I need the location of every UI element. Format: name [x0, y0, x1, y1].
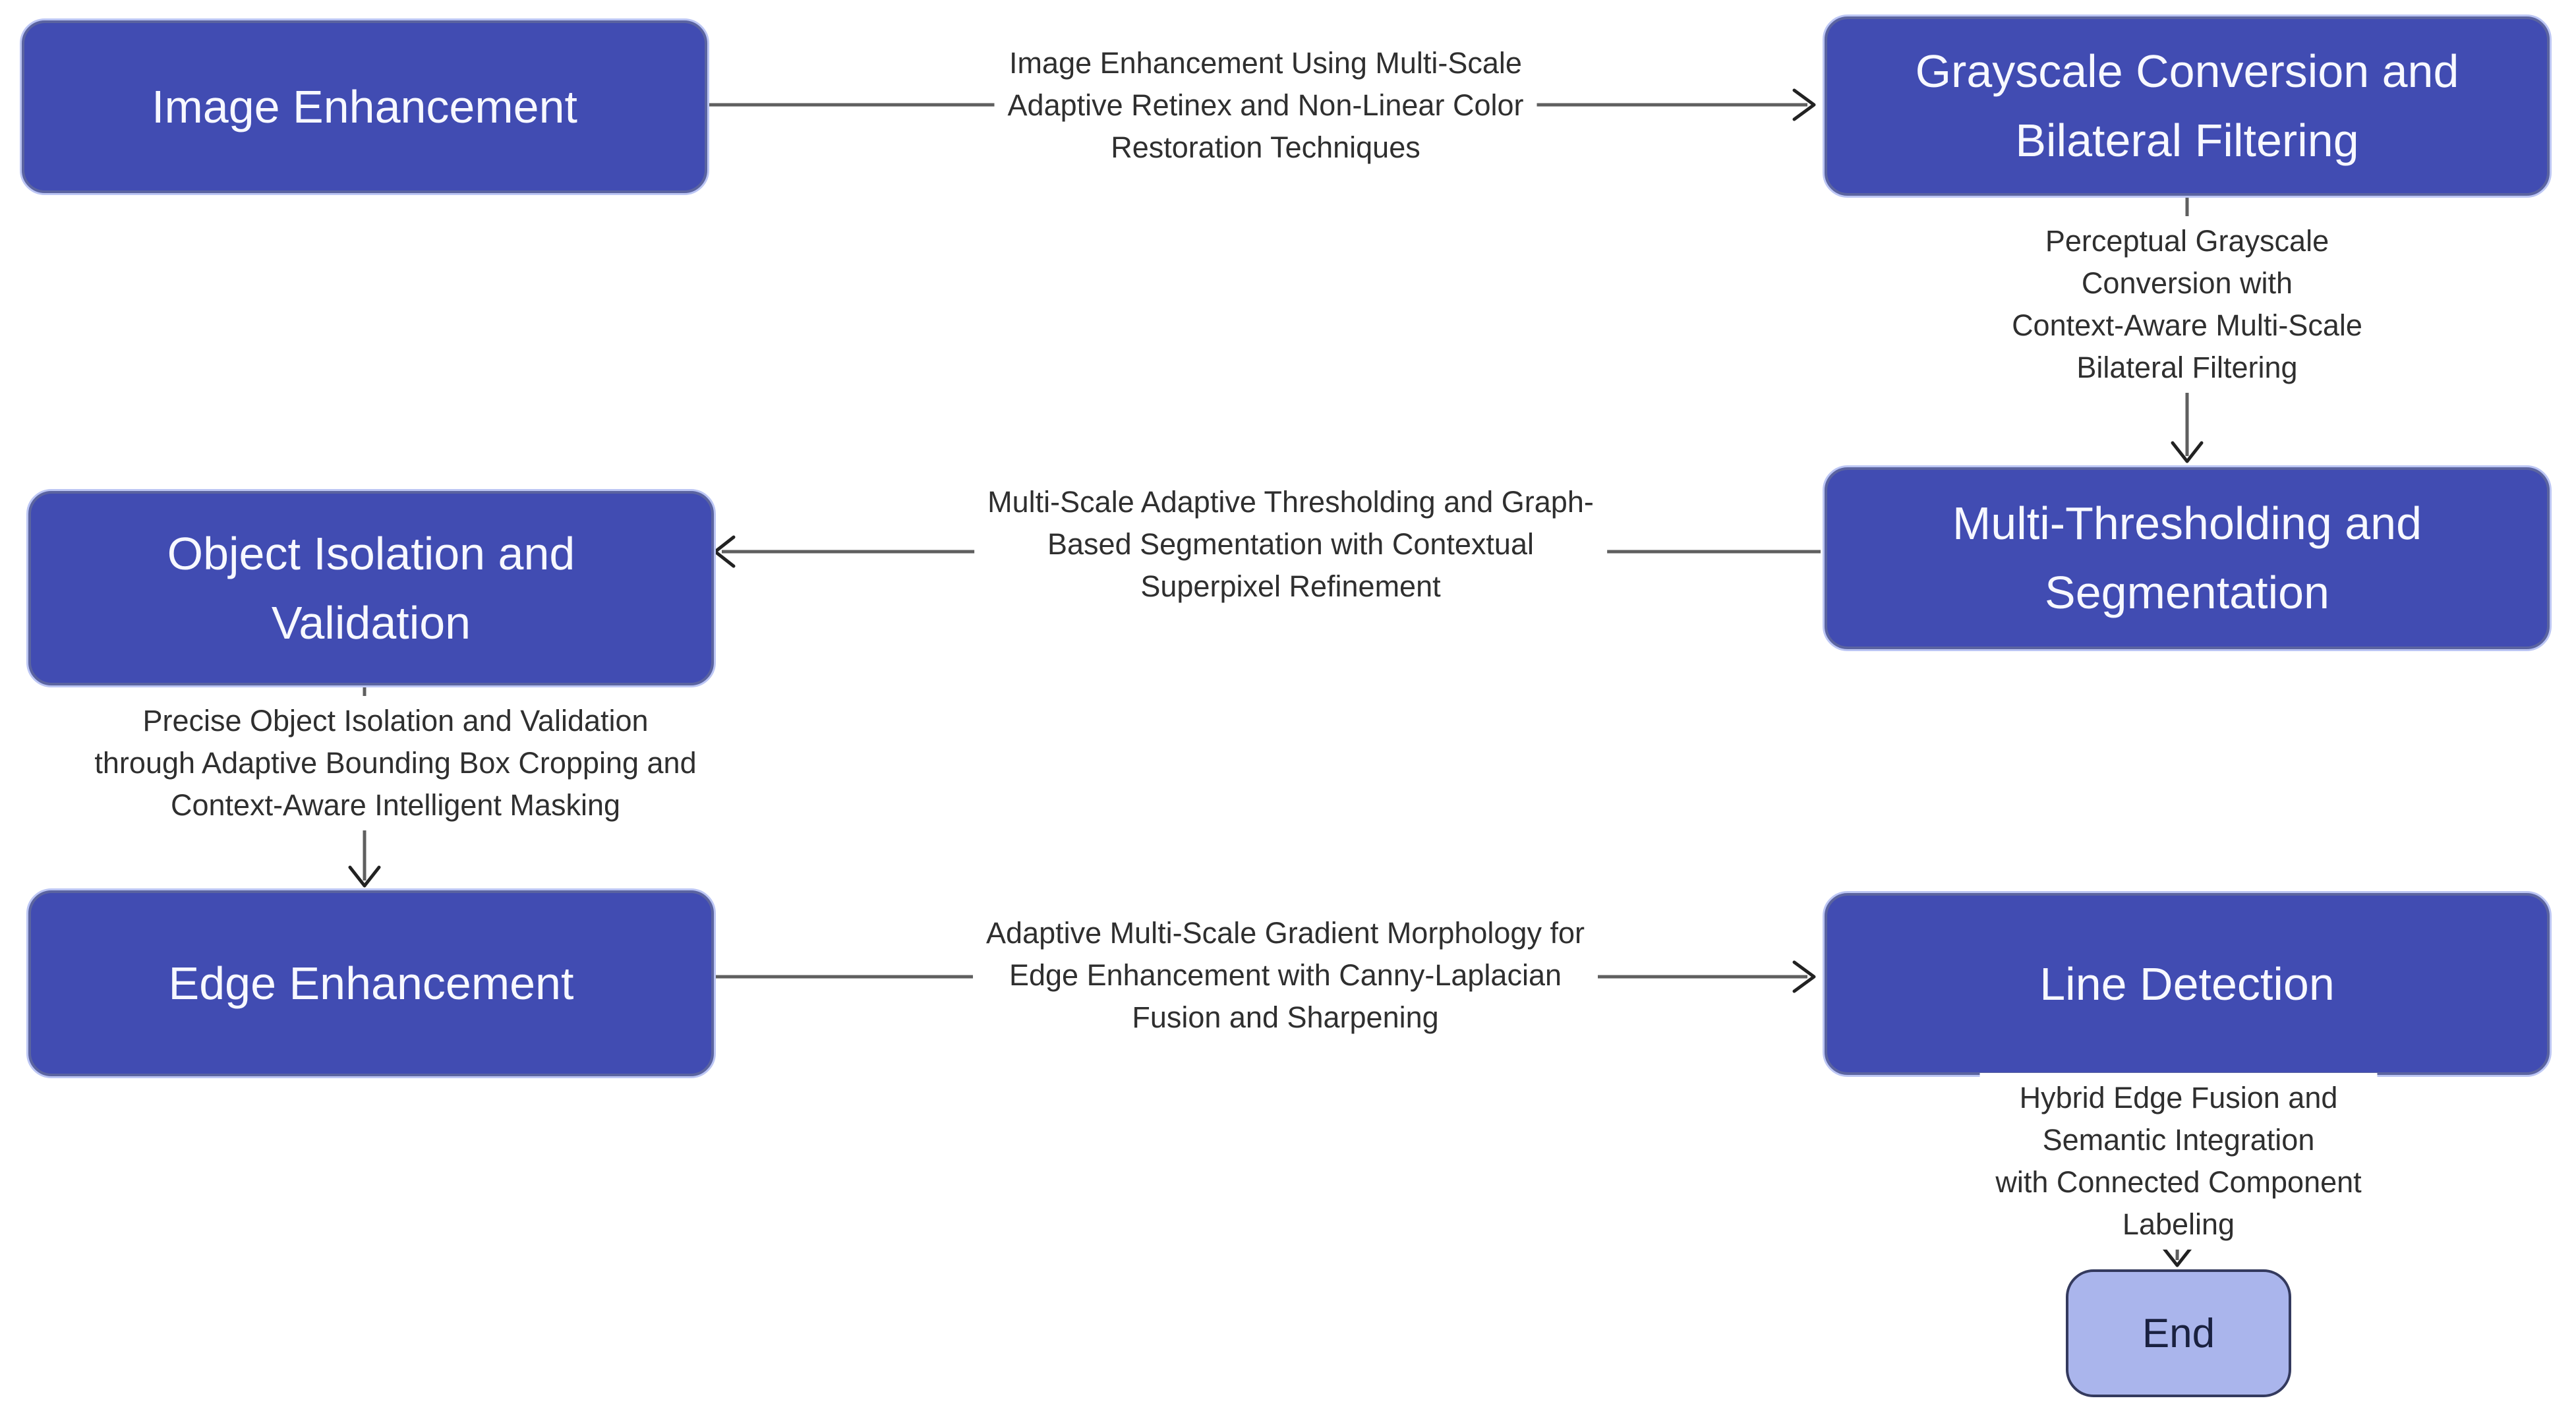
edge-label-object-isolation-to-edge-enhancement: Precise Object Isolation and Validation … [81, 696, 710, 830]
node-end-label: End [2142, 1310, 2215, 1356]
edge-label-image-enhancement-to-grayscale: Image Enhancement Using Multi-Scale Adap… [994, 38, 1537, 173]
node-grayscale-conversion-label: Grayscale Conversion and Bilateral Filte… [1915, 45, 2459, 166]
node-edge-enhancement-label: Edge Enhancement [168, 957, 574, 1009]
node-line-detection-label: Line Detection [2039, 958, 2335, 1010]
edge-label-line-detection-to-end: Hybrid Edge Fusion and Semantic Integrat… [1979, 1073, 2378, 1250]
edge-image-enhancement-to-grayscale-arrowhead [1792, 88, 1816, 121]
node-image-enhancement: Image Enhancement [20, 18, 709, 195]
edge-grayscale-to-multi-thresholding-arrowhead [2171, 441, 2204, 463]
node-line-detection: Line Detection [1823, 891, 2552, 1077]
node-end: End [2066, 1269, 2291, 1397]
node-multi-thresholding: Multi-Thresholding and Segmentation [1823, 465, 2552, 651]
node-multi-thresholding-label: Multi-Thresholding and Segmentation [1952, 498, 2422, 618]
edge-label-edge-enhancement-to-line-detection: Adaptive Multi-Scale Gradient Morphology… [973, 908, 1598, 1043]
edge-label-grayscale-to-multi-thresholding: Perceptual Grayscale Conversion with Con… [1993, 216, 2382, 393]
edge-edge-enhancement-to-line-detection-arrowhead [1792, 960, 1816, 993]
node-grayscale-conversion: Grayscale Conversion and Bilateral Filte… [1823, 14, 2552, 198]
node-object-isolation-label: Object Isolation and Validation [167, 527, 575, 649]
node-object-isolation: Object Isolation and Validation [26, 489, 716, 687]
node-edge-enhancement: Edge Enhancement [26, 888, 716, 1078]
edge-object-isolation-to-edge-enhancement-arrowhead [348, 865, 381, 888]
edge-label-multi-thresholding-to-object-isolation: Multi-Scale Adaptive Thresholding and Gr… [974, 477, 1607, 612]
node-image-enhancement-label: Image Enhancement [152, 80, 577, 132]
edge-line-detection-to-end-arrowhead [2161, 1245, 2194, 1267]
